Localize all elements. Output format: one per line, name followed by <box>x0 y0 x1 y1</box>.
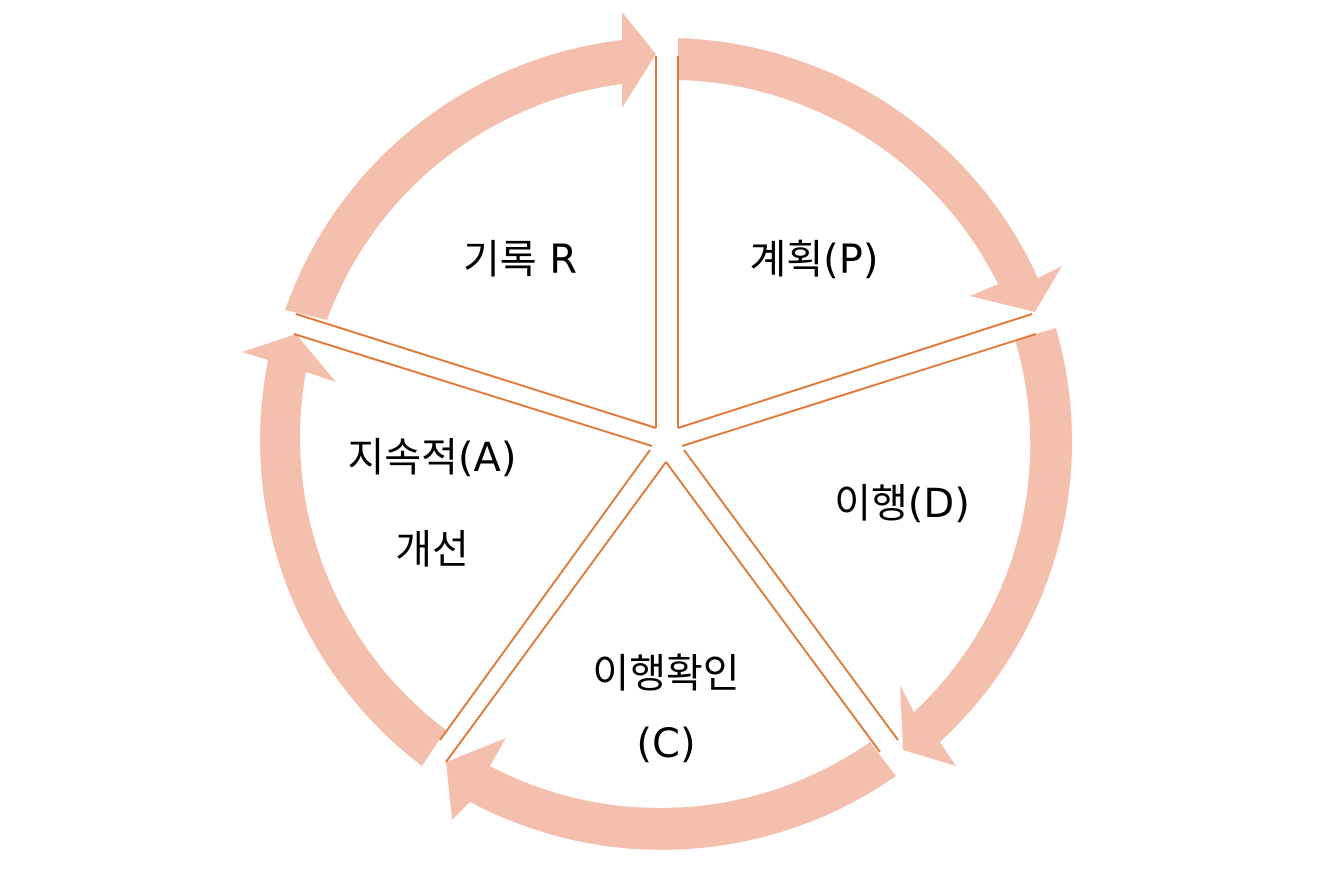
segment-dividers <box>293 56 1037 763</box>
label-check-line1: 이행확인 <box>592 651 739 697</box>
cycle-arrows <box>242 12 1073 850</box>
divider-top <box>655 56 679 428</box>
divider-lower-right <box>665 449 899 753</box>
cycle-arrow-check-to-act <box>446 738 896 850</box>
label-act-line1: 지속적(A) <box>348 435 517 481</box>
label-record: 기록 R <box>463 237 577 283</box>
cycle-arrow-plan-to-do <box>678 38 1062 312</box>
divider-lower-left <box>439 449 667 763</box>
divider-upper-left <box>293 313 657 447</box>
cycle-arrow-act-to-record <box>242 334 446 766</box>
divider-upper-right <box>677 313 1037 447</box>
label-plan: 계획(P) <box>750 237 879 283</box>
segment-labels: 기록 R 계획(P) 이행(D) 이행확인 (C) 지속적(A) 개선 <box>348 237 970 767</box>
label-do: 이행(D) <box>834 481 970 527</box>
label-check-line2: (C) <box>636 721 695 767</box>
label-act-line2: 개선 <box>395 527 469 573</box>
cycle-arrow-do-to-check <box>900 328 1073 766</box>
cycle-arrow-record-to-plan <box>285 12 656 320</box>
